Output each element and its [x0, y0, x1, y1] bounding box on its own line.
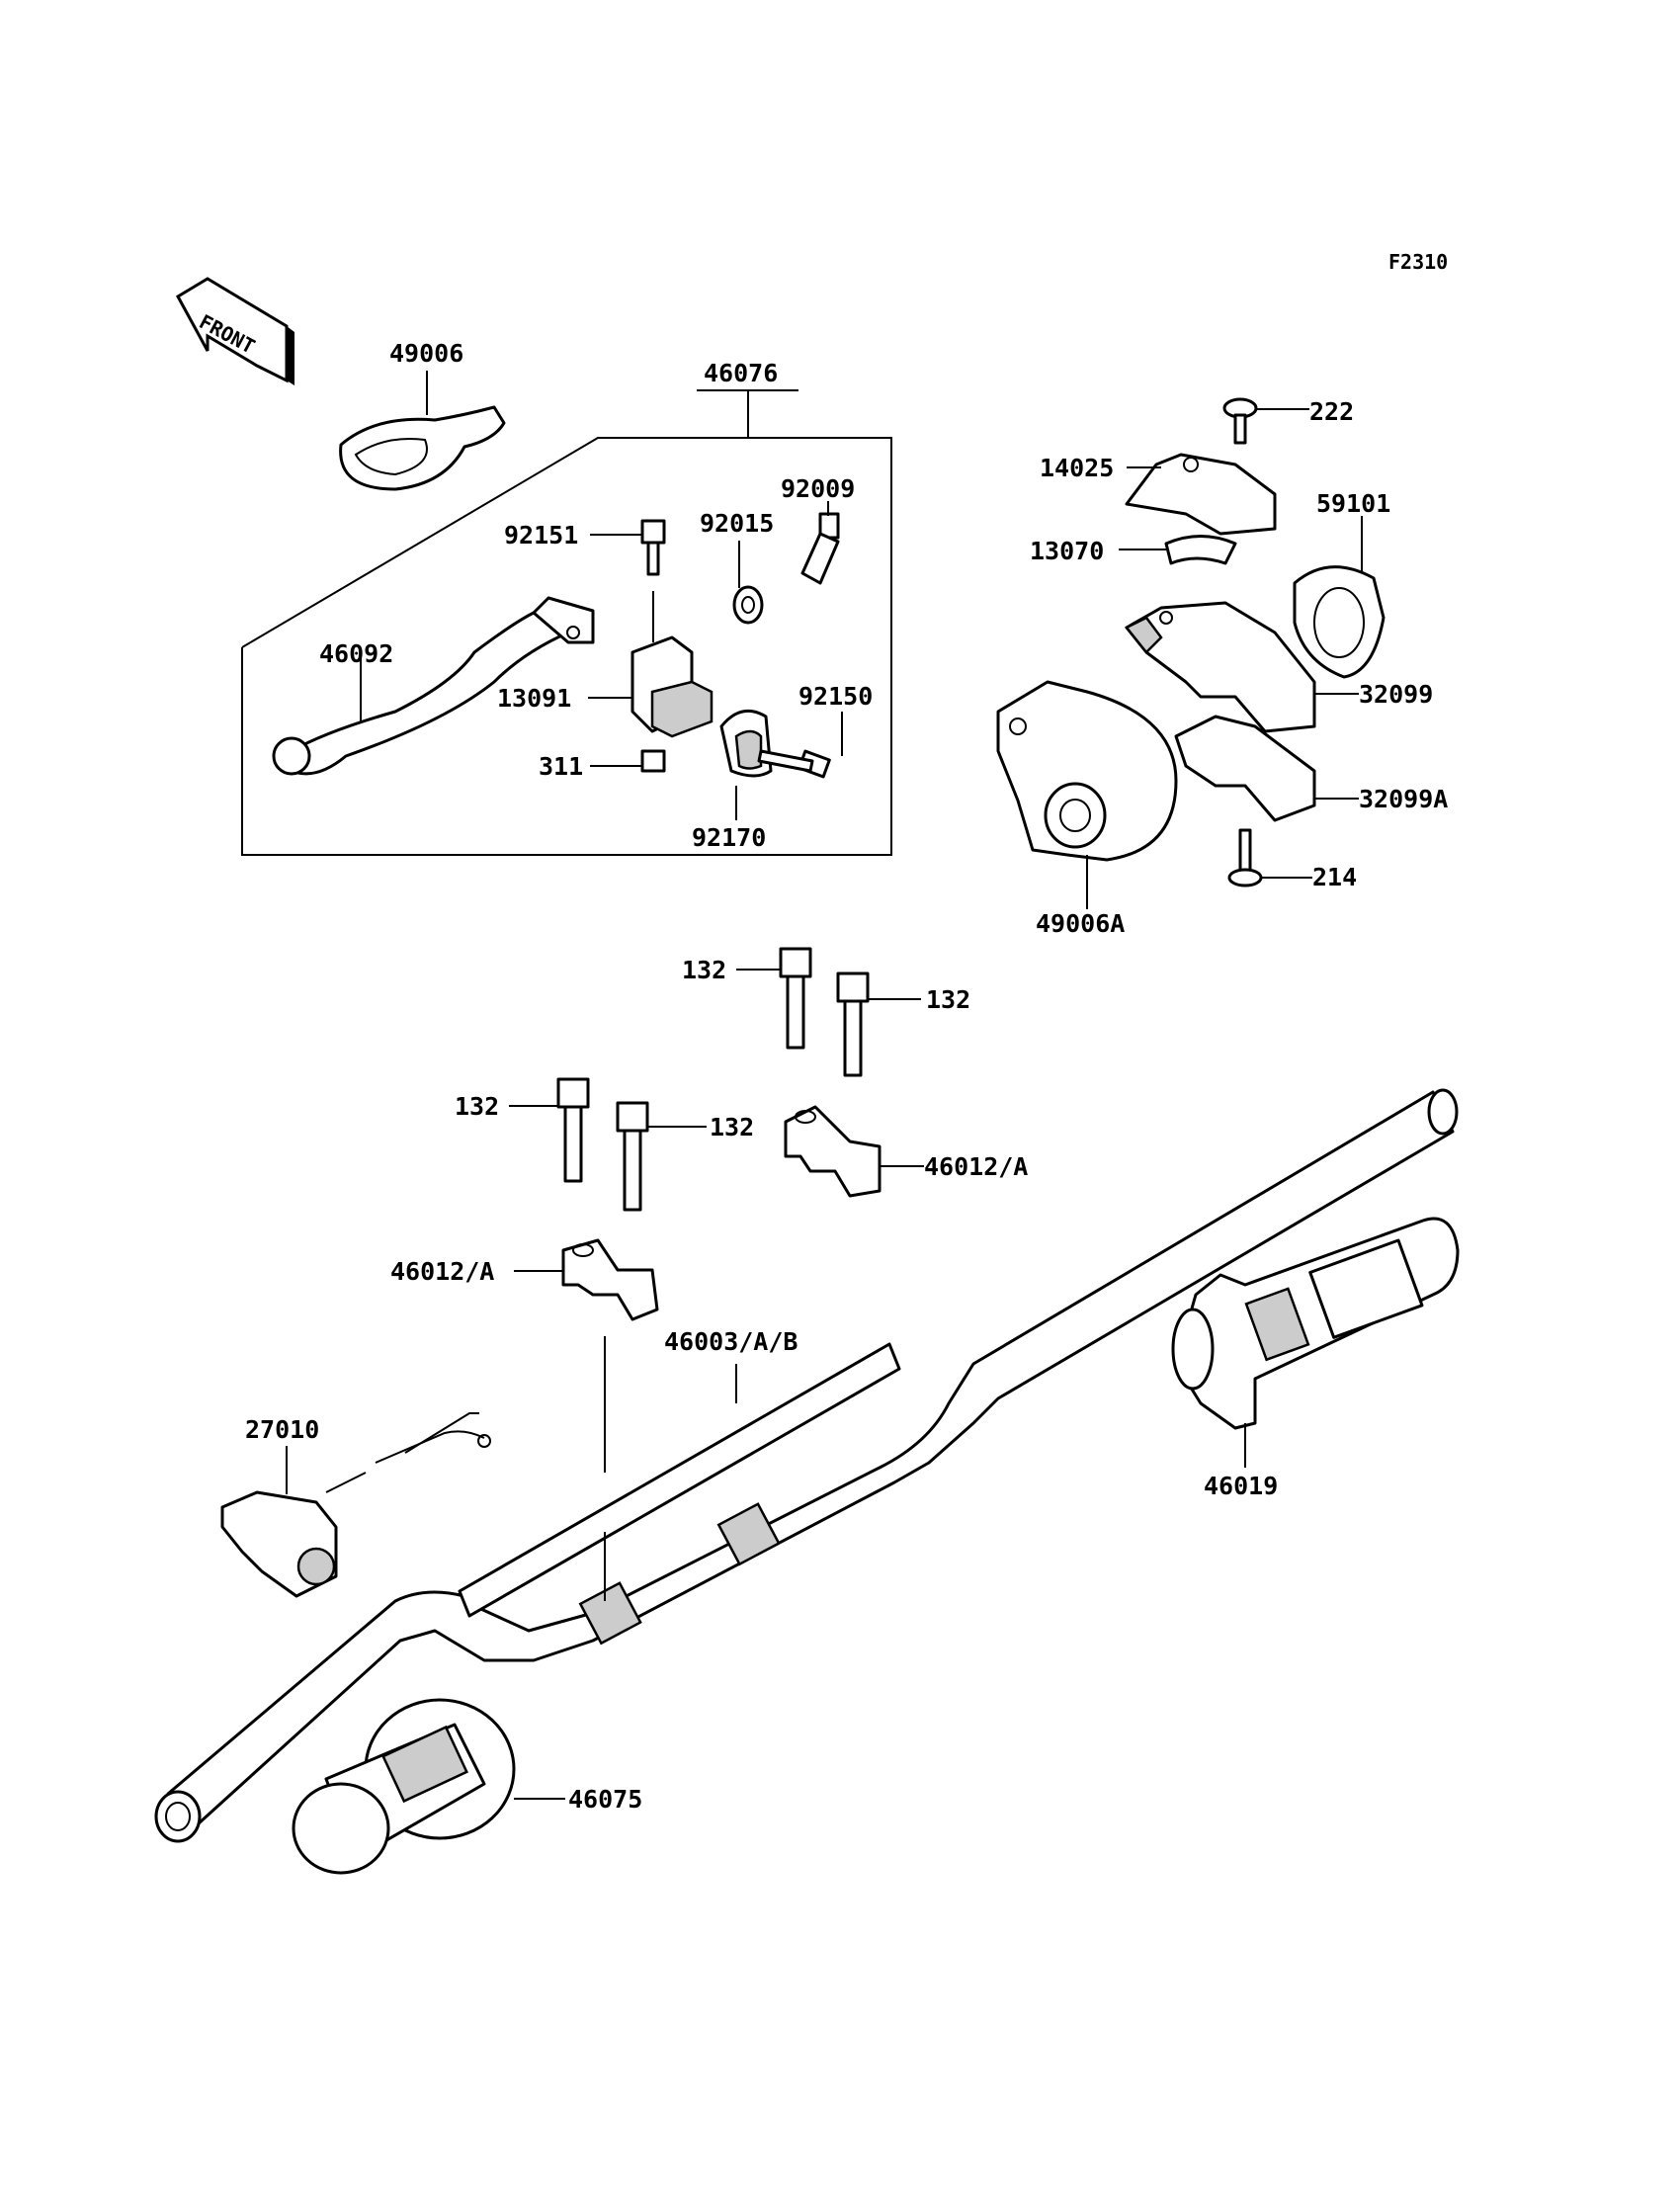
- label-14025: 14025: [1040, 454, 1114, 482]
- label-132-a: 132: [682, 956, 726, 984]
- label-46019: 46019: [1204, 1472, 1278, 1500]
- label-13070: 13070: [1030, 537, 1104, 565]
- label-46012A-right: 46012/A: [924, 1152, 1028, 1181]
- brake-lever-part: [272, 596, 595, 776]
- label-46092: 46092: [319, 639, 393, 668]
- bolt-92151-part: [640, 519, 666, 576]
- clamp-92170-part: [719, 709, 773, 778]
- label-49006A: 49006A: [1036, 909, 1125, 938]
- bolt-132-c-part: [556, 1077, 590, 1183]
- clamp-46012A-left-part: [561, 1238, 659, 1321]
- housing-32099A-part: [1174, 715, 1316, 822]
- label-311: 311: [539, 752, 583, 781]
- label-92151: 92151: [504, 521, 578, 549]
- label-46076: 46076: [704, 359, 778, 387]
- label-92015: 92015: [700, 509, 774, 538]
- lever-assembly-outline: [241, 389, 892, 856]
- grip-46075-part: [292, 1698, 516, 1875]
- label-46003: 46003/A/B: [664, 1327, 798, 1356]
- plate-13070-part: [1164, 535, 1237, 565]
- nut-311-part: [640, 749, 666, 773]
- bracket-13091-part: [630, 635, 714, 738]
- label-214: 214: [1312, 863, 1357, 891]
- label-32099: 32099: [1359, 680, 1433, 709]
- label-132-b: 132: [926, 985, 970, 1014]
- label-92170: 92170: [692, 823, 766, 852]
- cover-14025-part: [1125, 453, 1277, 536]
- label-32099A: 32099A: [1359, 785, 1448, 813]
- screw-222-part: [1222, 397, 1258, 445]
- bolt-132-d-part: [616, 1101, 649, 1212]
- handlebar-46003-part: [154, 1088, 1459, 1843]
- adjuster-92009-part: [800, 512, 840, 585]
- pulley-59101-part: [1293, 565, 1386, 679]
- label-92150: 92150: [798, 682, 873, 711]
- grip-46019-part: [1171, 1217, 1460, 1430]
- label-132-c: 132: [455, 1092, 499, 1121]
- bolt-92150-part: [757, 749, 831, 779]
- label-46012A-left: 46012/A: [390, 1257, 494, 1286]
- housing-32099-part: [1125, 601, 1316, 733]
- lever-cover-part: [339, 405, 506, 491]
- label-92009: 92009: [781, 474, 855, 503]
- nut-92015-part: [732, 585, 764, 625]
- screw-214-part: [1227, 828, 1263, 887]
- label-222: 222: [1309, 397, 1354, 426]
- label-27010: 27010: [245, 1415, 319, 1444]
- label-49006: 49006: [389, 339, 463, 368]
- label-59101: 59101: [1316, 489, 1390, 518]
- label-132-d: 132: [710, 1113, 754, 1141]
- front-arrow-icon: FRONT: [175, 277, 294, 385]
- bolt-132-b-part: [836, 972, 870, 1077]
- label-13091: 13091: [497, 684, 571, 713]
- switch-27010-part: [220, 1412, 491, 1598]
- bolt-132-a-part: [779, 947, 812, 1050]
- clamp-46012A-right-part: [784, 1105, 882, 1198]
- label-46075: 46075: [568, 1785, 642, 1814]
- figure-code: F2310: [1388, 250, 1448, 274]
- throttle-cover-49006A-part: [996, 680, 1178, 862]
